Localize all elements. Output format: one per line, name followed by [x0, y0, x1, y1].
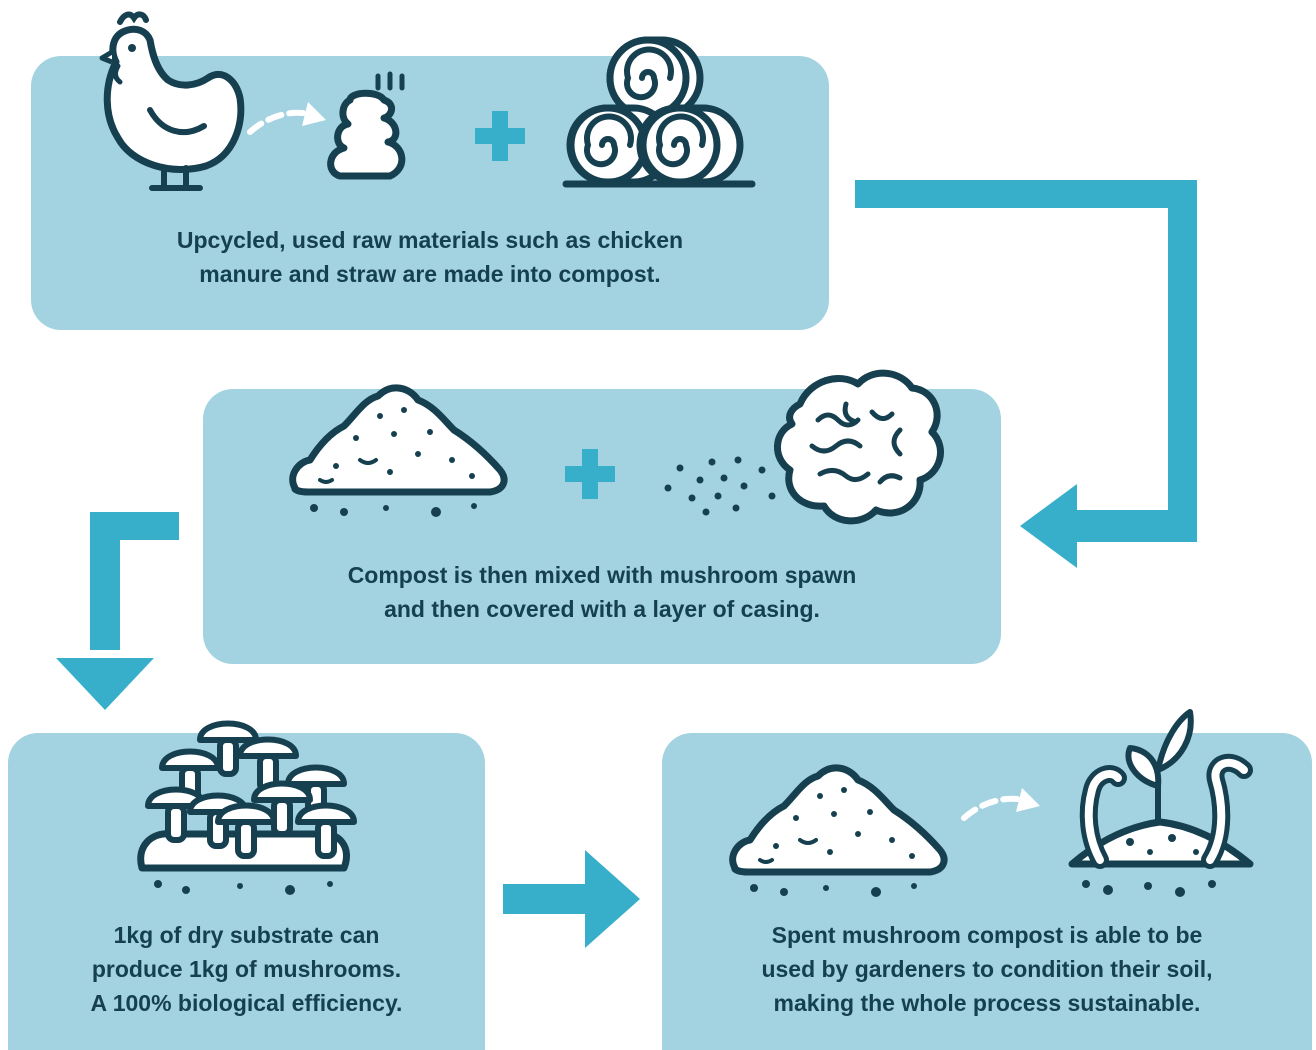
flow-arrow-1-to-2: [855, 180, 1197, 568]
plus-icon: [565, 449, 615, 499]
flow-arrow-3-to-4: [503, 850, 640, 948]
manure-icon: [327, 71, 406, 180]
compost-pile-icon: [293, 388, 504, 517]
compost-pile-icon: [733, 768, 944, 897]
step-4-caption: Spent mushroom compost is able to be use…: [761, 922, 1213, 1016]
dashed-arrow-icon: [961, 795, 1027, 821]
dashed-arrow-icon: [247, 109, 313, 135]
straw-bales-icon: [562, 36, 756, 188]
plus-icon: [475, 111, 525, 161]
step-4-panel: [662, 733, 1312, 1050]
mushroom-cluster-icon: [137, 724, 354, 895]
casing-icon: [774, 369, 944, 525]
step-1-caption: Upcycled, used raw materials such as chi…: [176, 227, 684, 287]
step-2-caption: Compost is then mixed with mushroom spaw…: [347, 562, 857, 622]
soil-worm-sprout-icon: [1068, 709, 1254, 897]
chicken-icon: [99, 11, 245, 191]
step-3-caption: 1kg of dry substrate can produce 1kg of …: [90, 922, 403, 1016]
step-3-panel: [8, 733, 485, 1050]
spawn-dots-icon: [664, 456, 776, 516]
flow-arrow-2-to-3: [56, 512, 179, 710]
